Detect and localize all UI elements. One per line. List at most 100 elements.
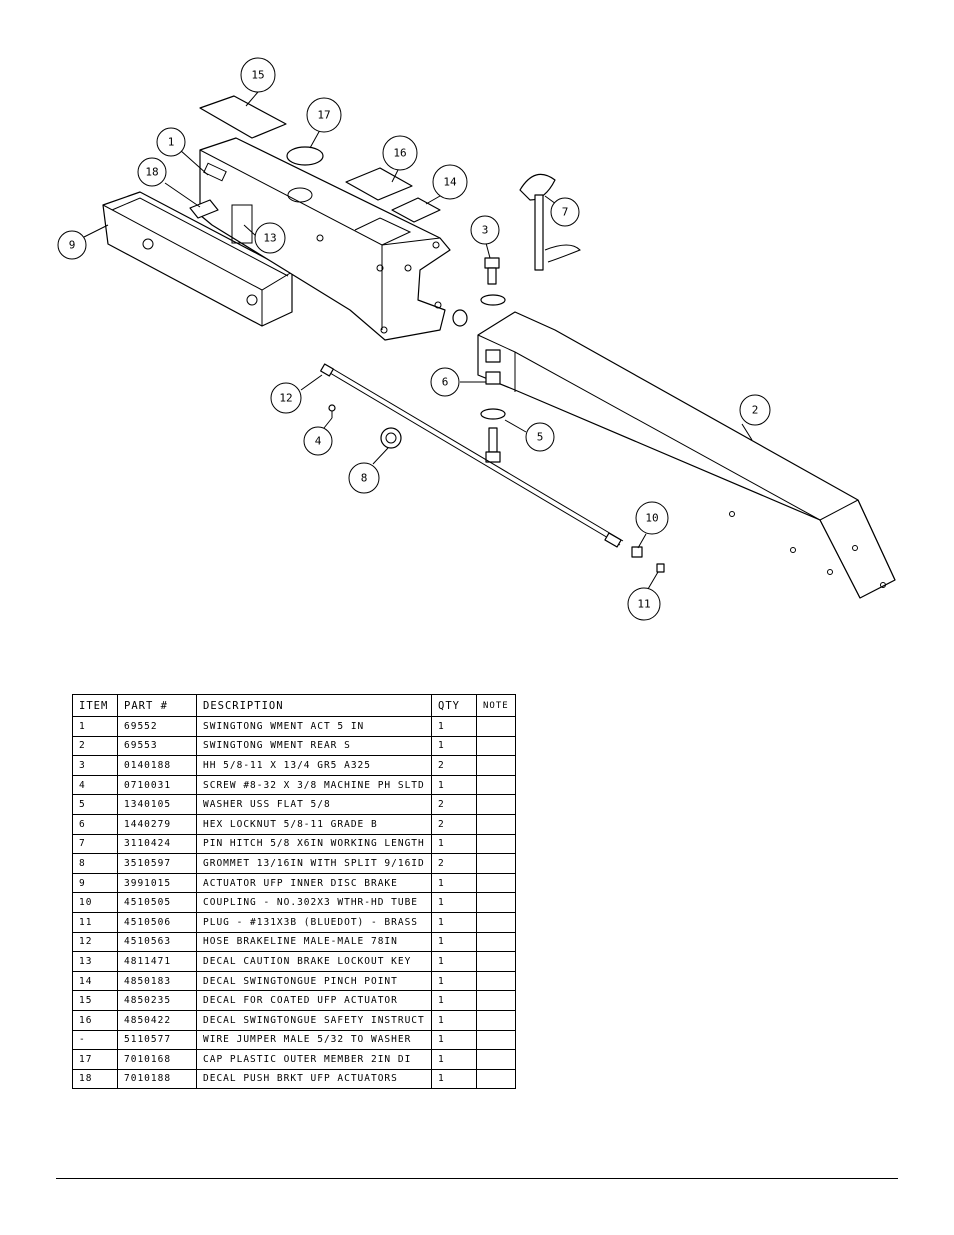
svg-text:1: 1	[168, 136, 175, 149]
cell-note	[476, 716, 516, 737]
callout-5: 5	[525, 422, 555, 452]
cell-qty: 1	[431, 892, 477, 913]
cell-part-number: 7010188	[117, 1068, 197, 1090]
cell-qty: 1	[431, 1068, 477, 1090]
callout-11: 11	[627, 587, 661, 621]
cell-part-number: 4850183	[117, 970, 197, 992]
callout-leaders	[83, 91, 753, 590]
cell-part-number: 0140188	[117, 755, 197, 776]
cell-note	[476, 813, 516, 835]
cell-part-number: 4850235	[117, 990, 197, 1011]
cell-item: 12	[72, 931, 118, 953]
cell-item: 3	[72, 755, 118, 776]
cell-note	[476, 794, 516, 815]
cell-item: 15	[72, 990, 118, 1011]
cell-note	[476, 951, 516, 972]
svg-text:8: 8	[361, 472, 368, 485]
cell-part-number: 4510506	[117, 911, 197, 933]
cell-description: DECAL FOR COATED UFP ACTUATOR	[196, 990, 432, 1011]
cell-qty: 1	[431, 833, 477, 855]
cell-qty: 1	[431, 735, 477, 757]
cell-item: 5	[72, 794, 118, 815]
cell-item: 8	[72, 853, 118, 874]
cell-item: 10	[72, 892, 118, 913]
svg-text:18: 18	[145, 166, 158, 179]
cell-description: DECAL SWINGTONGUE SAFETY INSTRUCT	[196, 1009, 432, 1031]
callout-18: 18	[137, 157, 167, 187]
cell-description: SWINGTONG WMENT REAR S	[196, 735, 432, 757]
svg-text:10: 10	[645, 512, 658, 525]
cell-description: WASHER USS FLAT 5/8	[196, 794, 432, 815]
brake-hose-part-12	[320, 363, 665, 573]
callout-17: 17	[306, 97, 342, 133]
cell-qty: 1	[431, 872, 477, 894]
cell-note	[476, 1009, 516, 1031]
cell-part-number: 3991015	[117, 872, 197, 894]
cell-part-number: 4510563	[117, 931, 197, 953]
svg-text:14: 14	[443, 176, 457, 189]
cell-part-number: 4811471	[117, 951, 197, 972]
callout-12: 12	[270, 382, 302, 414]
footer-rule	[56, 1178, 898, 1179]
exploded-parts-diagram: 15 17 16 14 1 18 9 13 3 7 6 5 2 12 4 8 1…	[57, 57, 896, 621]
cell-note	[476, 911, 516, 933]
svg-text:2: 2	[752, 404, 759, 417]
cell-note	[476, 735, 516, 757]
header-qty: QTY	[431, 694, 477, 717]
svg-text:5: 5	[537, 431, 544, 444]
callout-14: 14	[432, 164, 468, 200]
swing-tongue-part-2	[477, 311, 896, 599]
svg-text:11: 11	[637, 598, 650, 611]
header-description: DESCRIPTION	[196, 694, 432, 717]
cell-item: 9	[72, 872, 118, 894]
cell-qty: 1	[431, 931, 477, 953]
cell-note	[476, 892, 516, 913]
cell-description: GROMMET 13/16IN WITH SPLIT 9/16ID	[196, 853, 432, 874]
svg-text:15: 15	[251, 69, 264, 82]
decals	[189, 95, 441, 223]
cell-part-number: 7010168	[117, 1049, 197, 1070]
cell-qty: 1	[431, 911, 477, 933]
cell-description: DECAL PUSH BRKT UFP ACTUATORS	[196, 1068, 432, 1090]
svg-text:7: 7	[562, 206, 569, 219]
cell-item: 13	[72, 951, 118, 972]
cell-note	[476, 1029, 516, 1051]
cell-note	[476, 853, 516, 874]
callout-13: 13	[254, 222, 286, 254]
callout-8: 8	[348, 462, 380, 494]
callout-1: 1	[156, 127, 186, 157]
cell-part-number: 69552	[117, 716, 197, 737]
callout-9: 9	[57, 230, 87, 260]
cell-note	[476, 1049, 516, 1070]
cell-description: DECAL SWINGTONGUE PINCH POINT	[196, 970, 432, 992]
cell-qty: 1	[431, 716, 477, 737]
cell-description: WIRE JUMPER MALE 5/32 TO WASHER	[196, 1029, 432, 1051]
callout-10: 10	[635, 501, 669, 535]
hitch-pin-part-7	[519, 173, 581, 271]
cell-part-number: 0710031	[117, 774, 197, 796]
cell-note	[476, 990, 516, 1011]
cell-description: ACTUATOR UFP INNER DISC BRAKE	[196, 872, 432, 894]
cell-item: 7	[72, 833, 118, 855]
small-hardware-parts-4-8	[328, 404, 402, 449]
cell-item: 2	[72, 735, 118, 757]
header-note: NOTE	[476, 694, 516, 717]
actuator-part-9	[102, 191, 293, 327]
cell-item: 1	[72, 716, 118, 737]
svg-text:4: 4	[315, 435, 322, 448]
svg-text:12: 12	[279, 392, 292, 405]
table-header-row: ITEM PART # DESCRIPTION QTY NOTE	[72, 694, 516, 717]
bolt-part-3	[480, 257, 506, 306]
